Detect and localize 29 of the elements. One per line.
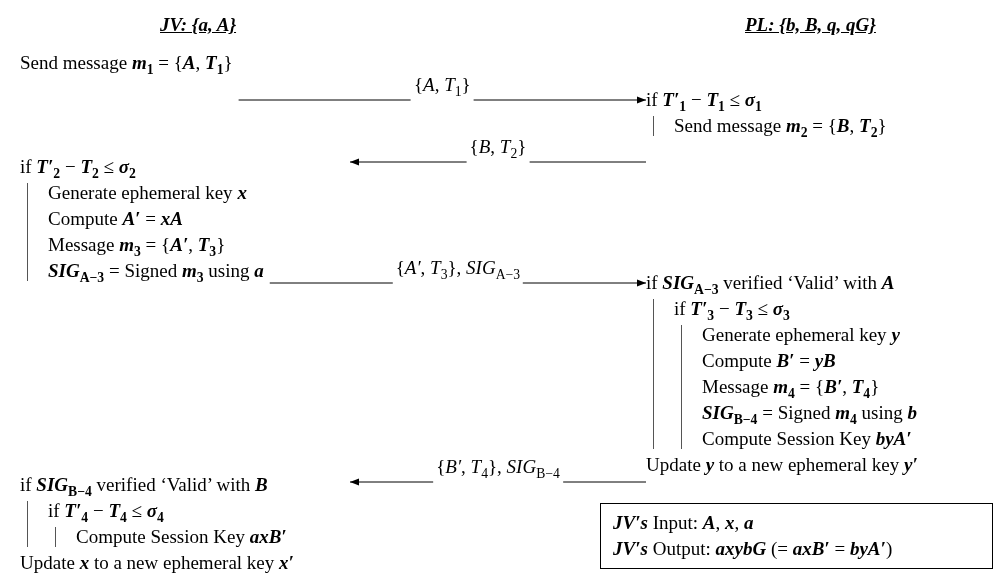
edge-label: {A′, T$_{3}$}, SIG$_{A−3}$ [392,258,524,285]
edge-label: {B′, T$_{4}$}, SIG$_{B−4}$ [433,457,563,484]
protocol-step: Message m$_{4}$ = {B′, T$_{4}$} [702,374,880,400]
party-heading: PL: {b, B, q, qG} [745,14,876,36]
condition-text: if T′$_{2}$ − T$_{2}$ ≤ σ$_{2}$ [20,155,136,180]
protocol-step: Compute A′ = xA [48,206,183,232]
summary-box [600,503,993,569]
protocol-step: SIG$_{A−3}$ = Signed m$_{3}$ using a [48,258,264,284]
edge-label: {A, T$_{1}$} [410,75,474,102]
protocol-step: SIG$_{B−4}$ = Signed m$_{4}$ using b [702,400,917,426]
protocol-step: Compute Session Key byA′ [702,426,912,452]
condition-text: if T′$_{1}$ − T$_{1}$ ≤ σ$_{1}$ [646,88,762,113]
protocol-step: Generate ephemeral key x [48,180,247,206]
condition-text: Update x to a new ephemeral key x′ [20,551,294,575]
protocol-step: Compute Session Key axB′ [76,524,287,550]
protocol-step: if T′$_{3}$ − T$_{3}$ ≤ σ$_{3}$ [674,296,790,322]
party-heading: JV: {a, A} [160,14,237,36]
condition-text: Send message m$_{1}$ = {A, T$_{1}$} [20,51,233,76]
condition-text: if SIG$_{A−3}$ verified ‘Valid’ with A [646,271,895,296]
edge-label: {B, T$_{2}$} [466,137,530,164]
summary-text: JV′s Output: axybG (= axB′ = byA′) [613,537,893,561]
summary-text: JV′s Input: A, x, a [613,511,754,535]
protocol-step: Message m$_{3}$ = {A′, T$_{3}$} [48,232,226,258]
condition-text: if SIG$_{B−4}$ verified ‘Valid’ with B [20,473,268,498]
protocol-step: Generate ephemeral key y [702,322,900,348]
condition-text: Update y to a new ephemeral key y′ [646,453,918,477]
protocol-step: Send message m$_{2}$ = {B, T$_{2}$} [674,113,887,139]
protocol-step: if T′$_{4}$ − T$_{4}$ ≤ σ$_{4}$ [48,498,164,524]
protocol-step: Compute B′ = yB [702,348,836,374]
